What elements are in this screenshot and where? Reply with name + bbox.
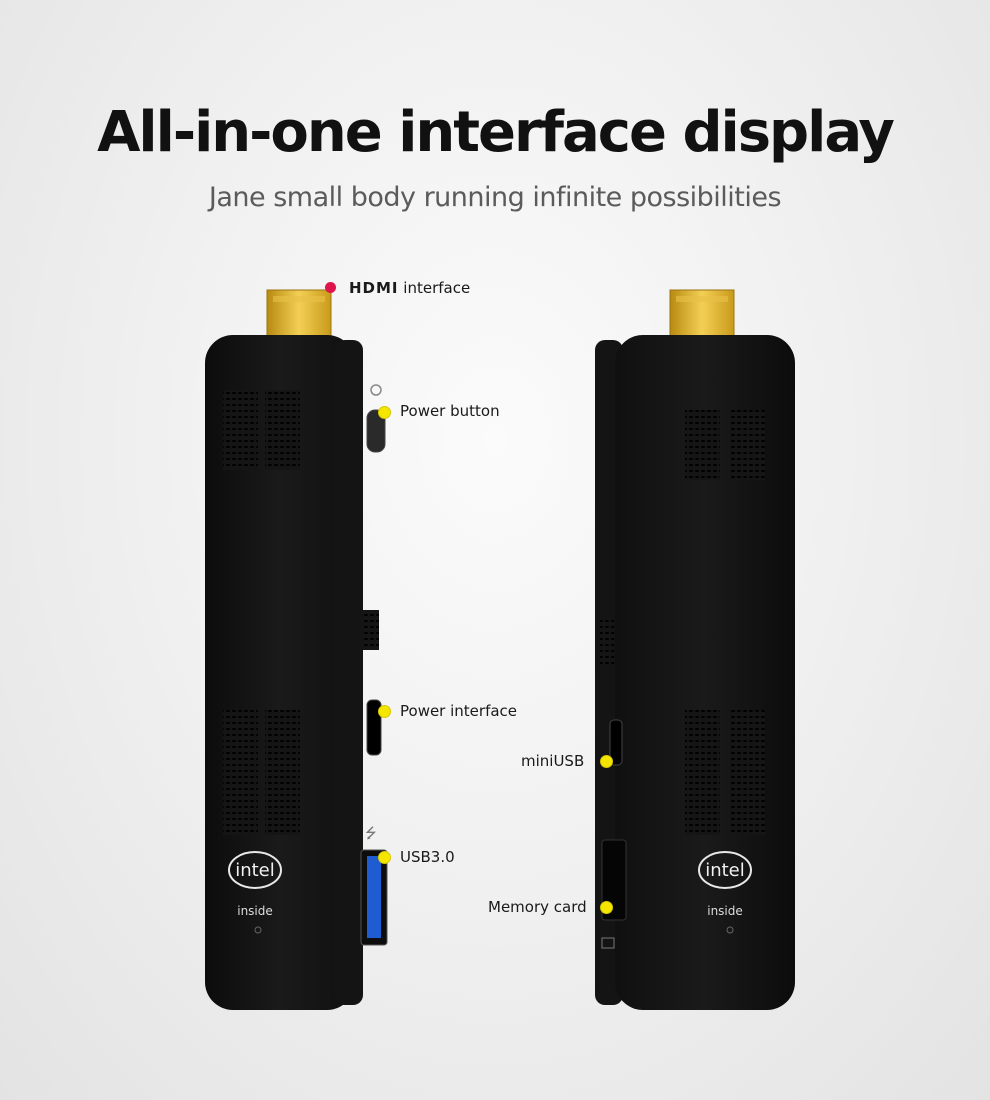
usb30-callout-dot [378, 851, 391, 864]
memory-card-callout-label: Memory card [488, 898, 587, 916]
hdmi-suffix-text: interface [403, 279, 471, 297]
miniusb-callout-dot [600, 755, 613, 768]
memory-card-callout-dot [600, 901, 613, 914]
hdmi-callout-dot [325, 282, 336, 293]
power-button-callout-dot [378, 406, 391, 419]
svg-text:inside: inside [237, 904, 273, 918]
usb30-callout-label: USB3.0 [400, 848, 455, 866]
svg-text:intel: intel [235, 860, 275, 881]
page-title: All-in-one interface display [97, 100, 895, 165]
power-interface-callout-label: Power interface [400, 702, 518, 720]
right-device-image: intel inside [595, 289, 795, 1010]
miniusb-callout-label: miniUSB [521, 752, 585, 770]
svg-text:⭍: ⭍ [365, 826, 377, 842]
svg-text:intel: intel [705, 860, 745, 881]
power-button-callout-label: Power button [400, 402, 500, 420]
left-device-image: ⭍ intel inside [205, 289, 388, 1010]
intel-logo-right: intel inside [698, 851, 752, 934]
page-subtitle: Jane small body running infinite possibi… [208, 182, 782, 213]
intel-logo-left: intel inside [228, 851, 282, 934]
hdmi-brand-text: HDMI [349, 279, 399, 297]
hdmi-callout-label: HDMI interface [349, 279, 470, 297]
power-interface-callout-dot [378, 705, 391, 718]
svg-text:inside: inside [707, 904, 743, 918]
